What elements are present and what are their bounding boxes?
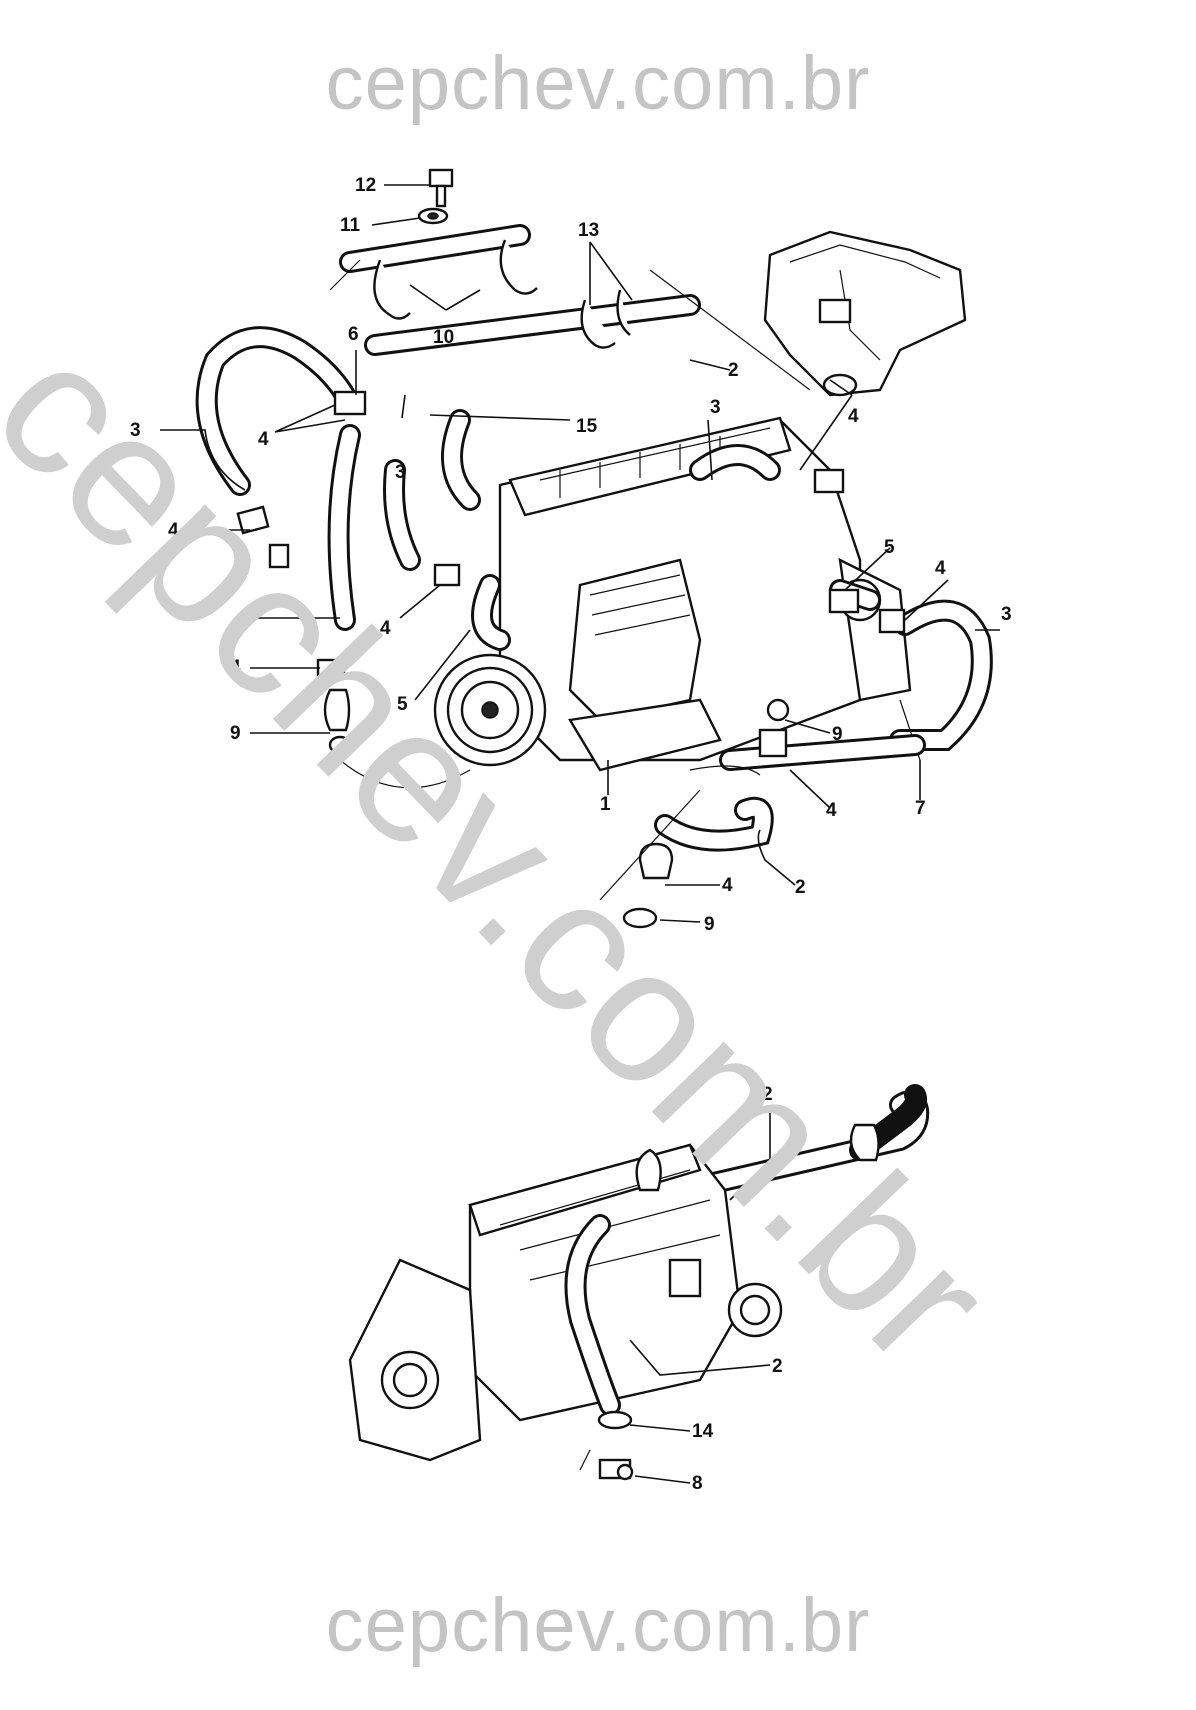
callout-4-left: 4 (168, 520, 179, 541)
callout-11: 11 (340, 215, 361, 236)
callout-7: 7 (915, 798, 926, 819)
callout-4-right: 4 (935, 558, 946, 579)
callout-4-top-right: 4 (848, 406, 859, 427)
callout-14: 14 (692, 1421, 714, 1442)
fittings-left (236, 390, 461, 755)
callout-4-lower-left: 4 (230, 657, 241, 678)
return-pipe-7 (654, 734, 926, 852)
callout-9-bottom: 9 (704, 914, 715, 935)
callout-4-bottom: 4 (722, 875, 733, 896)
callout-2-left: 2 (240, 607, 251, 628)
callout-2-lower: 2 (795, 877, 806, 898)
callout-15: 15 (576, 416, 598, 437)
callout-2-lower-pipe: 2 (762, 1084, 773, 1105)
callout-8: 8 (692, 1473, 703, 1494)
bolt-and-washer (417, 168, 454, 225)
callout-2-lower-hose: 2 (772, 1356, 783, 1377)
heater-pipe-lower (629, 1084, 930, 1211)
callout-4-mid-left: 4 (380, 618, 391, 639)
callout-3-right: 3 (1001, 604, 1012, 625)
fittings-lower-assembly (597, 1410, 634, 1481)
leader-lines-upper (160, 184, 1000, 923)
leader-lines-lower (579, 1110, 771, 1484)
callout-3-center: 3 (710, 397, 721, 418)
watermark-bottom: cepchev.com.br (325, 1583, 871, 1668)
callout-9-left: 9 (230, 723, 241, 744)
fittings-lower (622, 468, 906, 929)
callout-3-mid: 3 (395, 462, 406, 483)
callout-1: 1 (600, 794, 611, 815)
lower-engine-assembly: 2 2 14 8 (348, 1084, 930, 1494)
watermark-top: cepchev.com.br (325, 41, 871, 126)
callout-13: 13 (578, 220, 599, 241)
callout-3-left: 3 (130, 420, 141, 441)
callout-9-right: 9 (832, 724, 843, 745)
hose-left-3 (195, 326, 421, 631)
heater-pipe-upper (329, 224, 701, 356)
heater-core-box (649, 230, 967, 397)
callout-6: 6 (348, 324, 359, 345)
callout-12: 12 (355, 175, 376, 196)
callout-10: 10 (433, 327, 454, 348)
callout-5-right: 5 (884, 537, 895, 558)
callout-4-left-top: 4 (258, 429, 269, 450)
callout-4-lower-right: 4 (826, 800, 837, 821)
callout-2-top: 2 (728, 360, 739, 381)
callout-5-left: 5 (397, 694, 408, 715)
upper-engine-assembly: 12 11 13 10 6 2 3 4 3 15 3 4 4 5 4 2 4 3… (130, 168, 1012, 935)
hose-lower-2 (564, 1148, 662, 1416)
pipe-clamps (373, 239, 631, 349)
